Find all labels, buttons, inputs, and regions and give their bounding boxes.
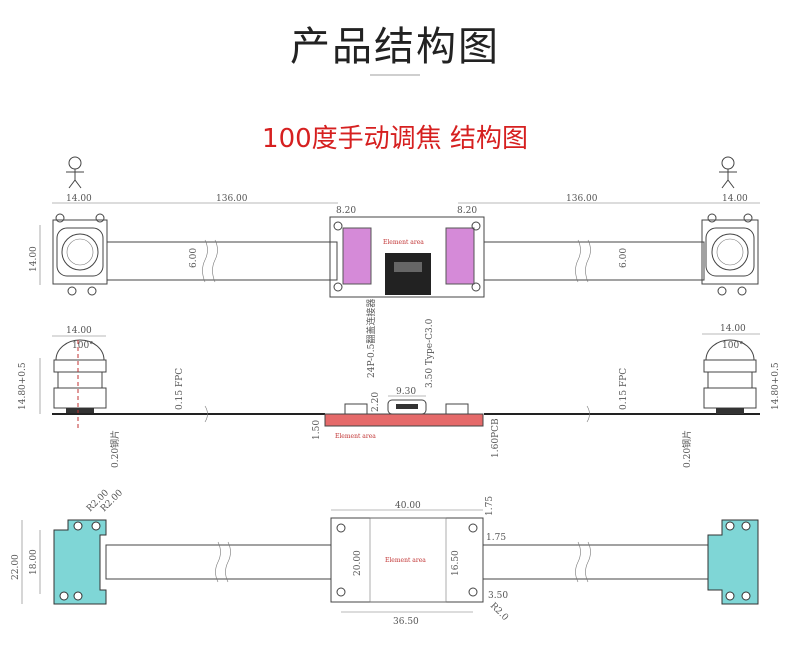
camera-module-right: [701, 213, 759, 296]
element-area-label-top: Element area: [383, 239, 424, 246]
stiffener-pad-right: [707, 519, 759, 605]
page-title: 产品结构图: [290, 24, 500, 70]
dim-pcb: 1.60PCB: [491, 418, 501, 458]
dim-side-right-width: 14.00: [720, 324, 746, 334]
dim-top-left-width: 14.00: [66, 194, 92, 204]
dim-top-left-cable: 136.00: [216, 194, 248, 204]
bottom-view: R2.00 R2.00 22.00 18.00 Element area 40.…: [11, 488, 759, 627]
mascot-right-icon: [719, 156, 737, 189]
dim-r20: R2.0: [488, 601, 510, 623]
dim-175a: 1.75: [485, 496, 495, 516]
fpc-label-left: 0.15 FPC: [175, 368, 185, 410]
title-underline: [370, 74, 420, 76]
dim-side-left-width: 14.00: [66, 326, 92, 336]
element-area-label-bottom: Element area: [385, 557, 426, 564]
mascot-left-icon: [66, 156, 84, 189]
fpc-label-right: 0.15 FPC: [619, 368, 629, 410]
angle-left: 100°: [72, 341, 94, 351]
angle-right: 100°: [722, 341, 744, 351]
element-area-label-side: Element area: [335, 433, 376, 440]
dim-150: 1.50: [312, 420, 322, 440]
typec-label: 3.50 Type-C3.0: [425, 318, 435, 388]
dim-175b: 1.75: [486, 533, 506, 543]
lens-assembly-left: 100° 14.80+0.5: [18, 339, 107, 430]
dim-1650: 16.50: [451, 550, 461, 576]
top-view: 14.00 136.00 136.00 14.00 14.00 6.00: [29, 194, 760, 298]
dim-top-cable-right: 6.00: [619, 248, 629, 268]
dim-board-left: 8.20: [336, 206, 356, 216]
dim-18: 18.00: [29, 549, 39, 575]
interface-board-top: Element area 8.20 8.20: [329, 206, 485, 298]
dim-220: 2.20: [371, 392, 381, 412]
dim-22: 22.00: [11, 554, 21, 580]
dim-top-left-height: 14.00: [29, 246, 39, 272]
lens-assembly-right: 100° 14.80+0.5: [703, 339, 781, 414]
dim-350: 3.50: [488, 591, 508, 601]
dim-board-right: 8.20: [457, 206, 477, 216]
camera-module-left: [52, 213, 108, 296]
dim-3650: 36.50: [393, 617, 419, 627]
connector-24p-label: 24P-0.5翻盖连接器: [365, 299, 377, 378]
interface-board-side: 9.30 2.20 24P-0.5翻盖连接器 3.50 Type-C3.0 1.…: [312, 299, 501, 458]
dim-20: 20.00: [353, 550, 363, 576]
dim-side-height-left: 14.80+0.5: [18, 362, 28, 410]
dim-top-right-cable: 136.00: [566, 194, 598, 204]
dim-side-height-right: 14.80+0.5: [771, 362, 781, 410]
side-view: 14.00 14.00 100° 14.80+0.5 0.15 FPC 0.15…: [18, 299, 781, 468]
dim-top-cable-left: 6.00: [189, 248, 199, 268]
stiffener-pad-left: R2.00 R2.00 22.00 18.00: [11, 488, 125, 605]
stiffener-label-left: 0.20钢片: [109, 430, 121, 468]
dim-top-right-width: 14.00: [722, 194, 748, 204]
dim-40: 40.00: [395, 501, 421, 511]
stiffener-label-right: 0.20钢片: [681, 430, 693, 468]
page-subtitle: 100度手动调焦 结构图: [262, 124, 528, 154]
dim-930: 9.30: [396, 387, 416, 397]
